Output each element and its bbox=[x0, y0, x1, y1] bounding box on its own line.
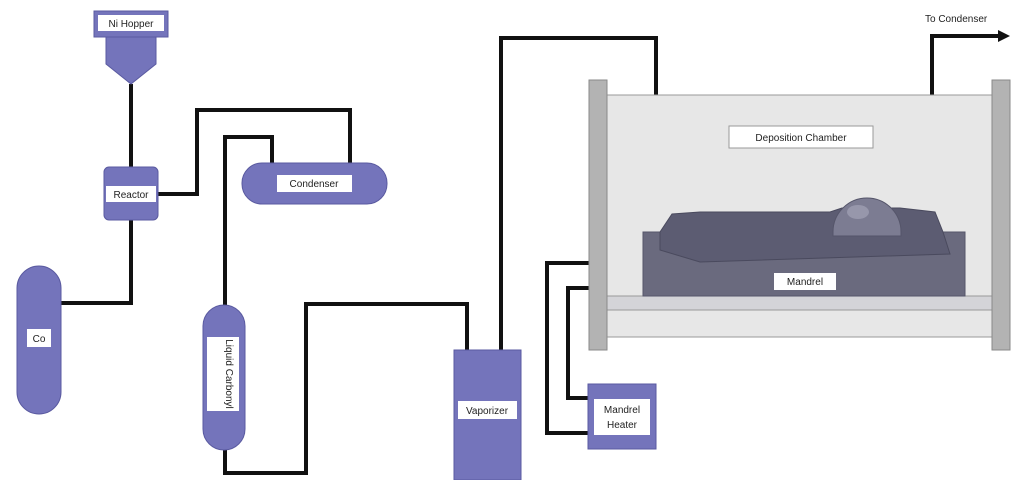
ni-hopper-label: Ni Hopper bbox=[108, 19, 154, 30]
liquid-carbonyl-label: Liquid Carbonyl bbox=[223, 339, 234, 409]
reactor-label-bg bbox=[106, 186, 156, 202]
mandrel-label: Mandrel bbox=[787, 277, 823, 288]
chamber-left-plate bbox=[588, 79, 608, 351]
liquid-carbonyl-tank: Liquid Carbonyl bbox=[202, 304, 246, 451]
liquid-carbonyl-label-bg bbox=[207, 337, 239, 411]
co-tank-label: Co bbox=[33, 334, 46, 345]
mandrel-heater-label-line2: Heater bbox=[607, 420, 638, 431]
chamber-label: Deposition Chamber bbox=[755, 133, 847, 144]
chamber-right-plate bbox=[991, 79, 1011, 351]
pipe-condenser-to-liquid-carbonyl bbox=[223, 135, 274, 305]
reactor-label: Reactor bbox=[113, 190, 149, 201]
pipe-vaporizer-to-chamber bbox=[499, 36, 658, 350]
pipe-reactor-to-co bbox=[60, 220, 133, 305]
reactor: Reactor bbox=[103, 166, 159, 221]
vaporizer: Vaporizer bbox=[453, 349, 522, 480]
condenser: Condenser bbox=[241, 162, 388, 205]
ni-hopper-funnel bbox=[105, 36, 157, 85]
exhaust-arrowhead bbox=[998, 30, 1010, 42]
condenser-label-bg bbox=[277, 175, 352, 192]
co-tank-label-bg bbox=[27, 329, 51, 347]
mandrel-contour bbox=[659, 207, 951, 263]
condenser-label: Condenser bbox=[290, 179, 340, 190]
ni-hopper: Ni Hopper bbox=[93, 10, 169, 85]
ni-hopper-label-bg bbox=[98, 15, 164, 31]
mandrel-heater: Mandrel Heater bbox=[587, 383, 657, 450]
pipe-chamber-exhaust bbox=[930, 34, 1000, 95]
mandrel-heater-label-line1: Mandrel bbox=[604, 405, 640, 416]
vaporizer-label-bg bbox=[458, 401, 517, 419]
mandrel: Mandrel bbox=[642, 197, 966, 297]
chamber-label-bg bbox=[728, 125, 874, 149]
pipe-heater-loop-outer bbox=[545, 261, 589, 435]
chamber-floor bbox=[604, 295, 995, 311]
pipe-reactor-to-condenser bbox=[158, 108, 352, 196]
mandrel-dome-highlight bbox=[847, 205, 869, 219]
mandrel-heater-label-bg bbox=[594, 399, 650, 435]
vaporizer-label: Vaporizer bbox=[466, 406, 509, 417]
to-condenser-label: To Condenser bbox=[925, 14, 988, 25]
pipe-heater-loop-inner bbox=[566, 286, 589, 400]
mandrel-label-bg bbox=[774, 273, 836, 290]
co-tank: Co bbox=[16, 265, 62, 415]
pipes bbox=[60, 30, 1010, 475]
pipe-liquid-carbonyl-to-vaporizer bbox=[223, 302, 469, 475]
